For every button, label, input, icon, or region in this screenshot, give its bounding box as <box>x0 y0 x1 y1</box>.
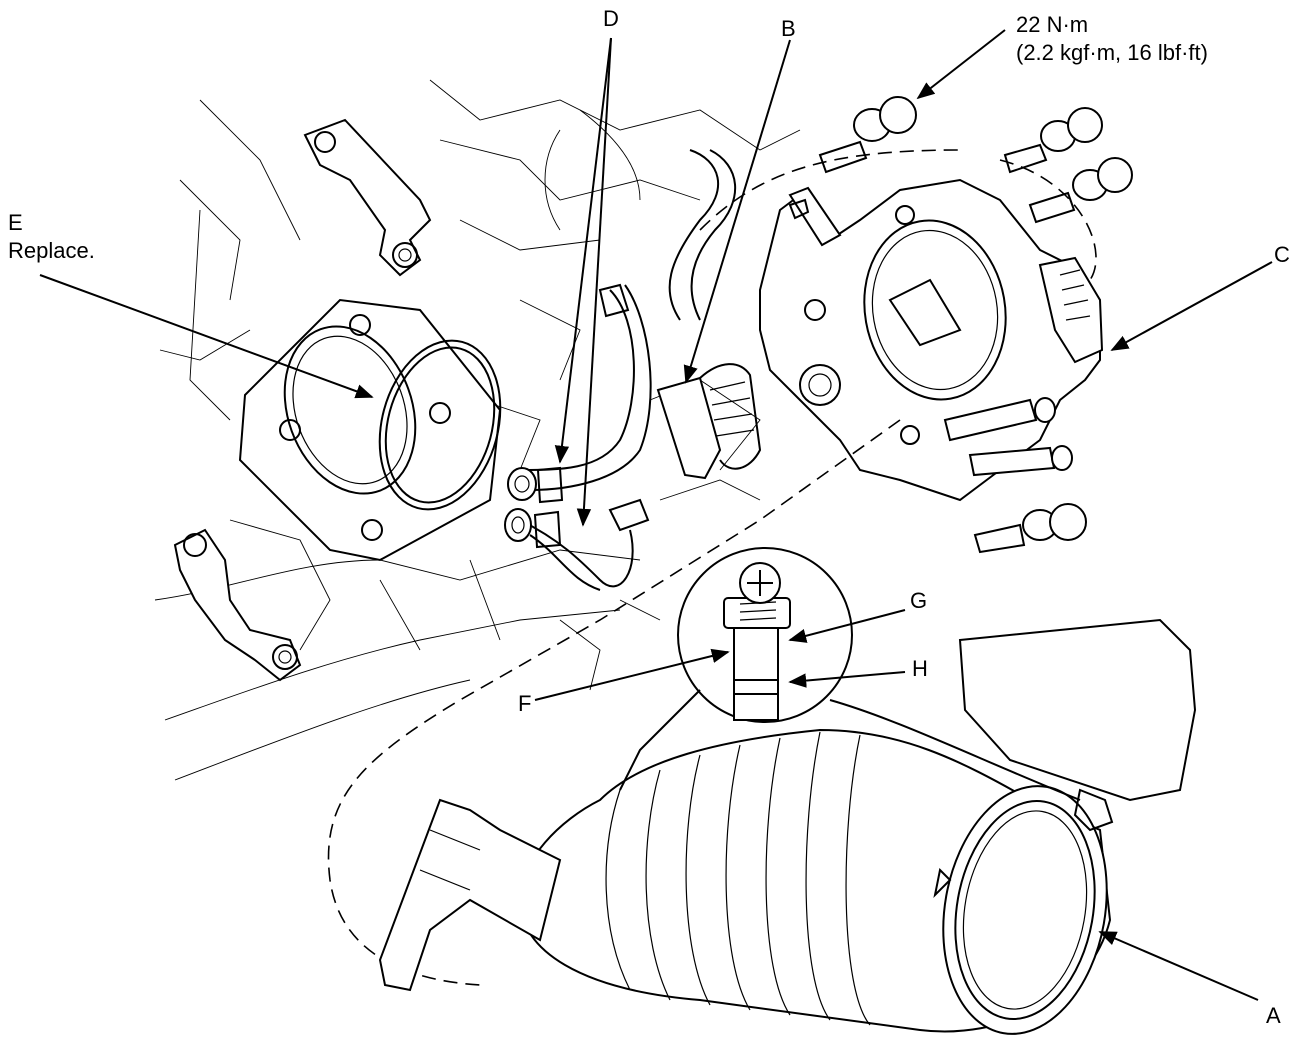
connector <box>656 363 762 480</box>
torque-spec-line1: 22 N·m <box>1016 12 1089 37</box>
label-h: H <box>912 656 928 681</box>
coolant-hoses <box>504 284 652 591</box>
intake-duct <box>378 618 1197 1035</box>
hose-upper <box>598 149 737 321</box>
label-e: E <box>8 210 23 235</box>
label-d: D <box>603 6 619 31</box>
clamp-detail-inset <box>619 547 1081 801</box>
label-b: B <box>781 16 796 41</box>
label-g: G <box>910 588 928 613</box>
label-e-note: Replace. <box>8 238 95 263</box>
intake-manifold-flange <box>238 298 502 562</box>
label-c: C <box>1274 242 1290 267</box>
leader-lines <box>39 29 1273 1001</box>
throttle-body-bolts <box>818 96 1133 554</box>
upper-bracket <box>303 118 432 277</box>
engine-background <box>154 79 801 781</box>
label-a: A <box>1266 1003 1281 1028</box>
label-f: F <box>518 691 532 716</box>
lower-bracket <box>173 528 302 682</box>
torque-spec-line2: (2.2 kgf·m, 16 lbf·ft) <box>1016 40 1208 65</box>
o-ring-gasket <box>378 339 502 511</box>
